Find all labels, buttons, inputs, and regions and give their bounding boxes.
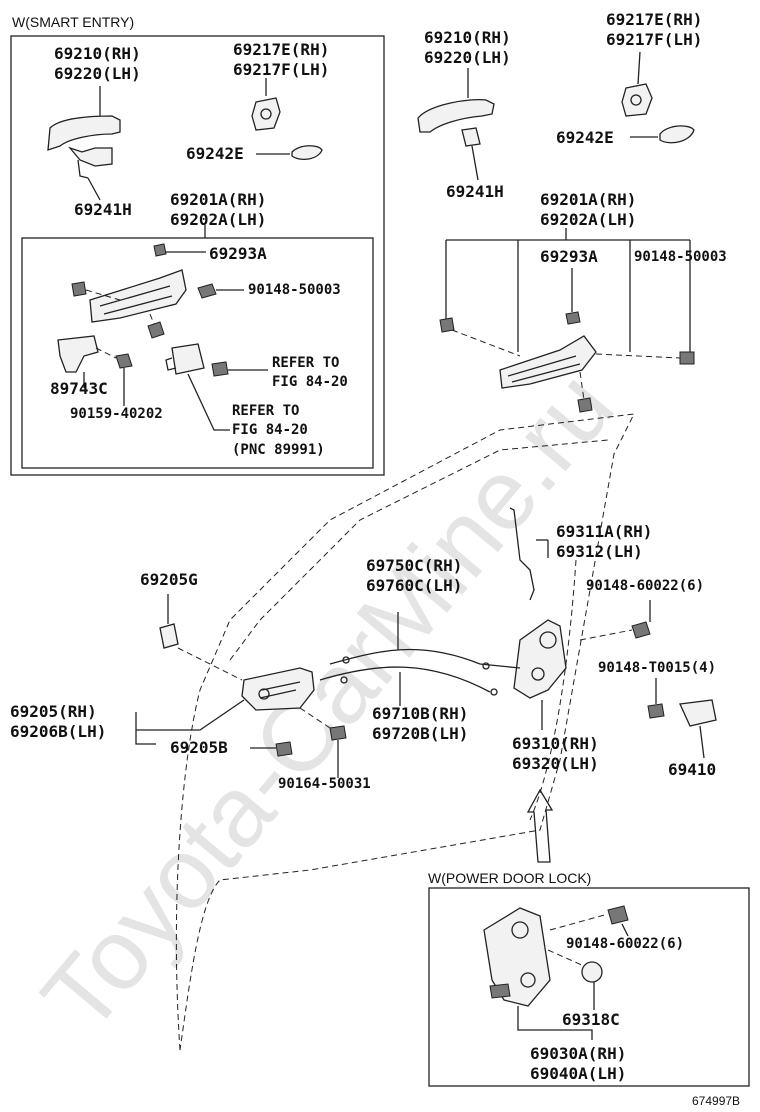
frame-sub-frame [21, 237, 374, 469]
cable2-lh-label: 69720B(LH) [372, 724, 469, 743]
door-cover-drawing [159, 623, 179, 649]
striker-label: 69410 [668, 760, 717, 779]
std-frame-drawing [499, 335, 597, 389]
smart-cover-drawing [251, 97, 281, 131]
lock-rh-label: 69310(RH) [512, 734, 599, 753]
power-lock-arrow [526, 788, 554, 863]
refer2-pnc-label: (PNC 89991) [232, 442, 325, 458]
smart-clip-label: 69293A [209, 244, 267, 263]
smart-bolt-label: 90148-50003 [248, 282, 341, 298]
rod-lh-label: 69312(LH) [556, 542, 643, 561]
lock-drawing [513, 619, 567, 699]
inner-handle-drawing [241, 667, 315, 711]
smart-cover-rh-label: 69217E(RH) [233, 40, 330, 59]
smart-sensor-drawing [57, 335, 99, 373]
refer1-fig-label: FIG 84-20 [272, 374, 348, 390]
std-handle-drawing [417, 98, 495, 147]
smart-handle-lh-label: 69220(LH) [54, 64, 141, 83]
smart-entry-caption: W(SMART ENTRY) [12, 14, 135, 30]
screw-b-drawing [647, 703, 665, 719]
cable2-drawing [319, 666, 491, 693]
power-lock-cap-label: 69318C [562, 1010, 620, 1029]
inner-handle-lh-label: 69206B(LH) [10, 722, 107, 741]
std-handle-lh-label: 69220(LH) [424, 48, 511, 67]
smart-pad-label: 69242E [186, 144, 244, 163]
inner-cover-drawing [275, 741, 293, 757]
cable2-rh-label: 69710B(RH) [372, 704, 469, 723]
std-pad-drawing [659, 125, 695, 144]
power-lock-cap-drawing [581, 961, 603, 983]
smart-handle-rh-label: 69210(RH) [54, 44, 141, 63]
door-cover-label: 69205G [140, 570, 198, 589]
power-lock-screw-label: 90148-60022(6) [566, 936, 685, 952]
smart-switch-drawing [171, 343, 205, 375]
smart-frame-drawing [89, 269, 187, 323]
rod-rh-label: 69311A(RH) [556, 522, 653, 541]
std-handle-rh-label: 69210(RH) [424, 28, 511, 47]
striker-drawing [679, 699, 717, 727]
rod-drawing [509, 507, 535, 601]
std-pad-label: 69242E [556, 128, 614, 147]
power-lock-rh-label: 69030A(RH) [530, 1044, 627, 1063]
screw-a-label: 90148-60022(6) [586, 578, 705, 594]
smart-frame-lh-label: 69202A(LH) [170, 210, 267, 229]
inner-cover-label: 69205B [170, 738, 228, 757]
cable1-lh-label: 69760C(LH) [366, 576, 463, 595]
inner-handle-rh-label: 69205(RH) [10, 702, 97, 721]
std-cover-rh-label: 69217E(RH) [606, 10, 703, 29]
power-lock-lh-label: 69040A(LH) [530, 1064, 627, 1083]
smart-clip-drawing [153, 243, 167, 257]
smart-sensor-label: 89743C [50, 379, 108, 398]
std-bracket-label: 69241H [446, 182, 504, 201]
power-lock-drawing [483, 907, 551, 1007]
std-cover-drawing [621, 83, 653, 117]
cable1-drawing [329, 648, 521, 669]
smart-handle-drawing [47, 115, 121, 179]
std-clip-label: 69293A [540, 247, 598, 266]
cable1-rh-label: 69750C(RH) [366, 556, 463, 575]
inner-screw-label: 90164-50031 [278, 776, 371, 792]
smart-bracket-label: 69241H [74, 200, 132, 219]
refer1-label: REFER TO [272, 355, 340, 371]
std-bolt-label: 90148-50003 [634, 249, 727, 265]
refer2-label: REFER TO [232, 403, 300, 419]
smart-screw-label: 90159-40202 [70, 406, 163, 422]
std-cover-lh-label: 69217F(LH) [606, 30, 703, 49]
smart-entry-frame [10, 35, 385, 476]
smart-frame-rh-label: 69201A(RH) [170, 190, 267, 209]
lock-lh-label: 69320(LH) [512, 754, 599, 773]
screw-a-drawing [631, 621, 651, 639]
screw-b-label: 90148-T0015(4) [598, 660, 717, 676]
diagram-id: 674997B [692, 1094, 741, 1108]
std-frame-rh-label: 69201A(RH) [540, 190, 637, 209]
power-lock-caption: W(POWER DOOR LOCK) [428, 870, 592, 886]
power-lock-frame [428, 887, 750, 1087]
refer2-fig-label: FIG 84-20 [232, 422, 308, 438]
std-frame-lh-label: 69202A(LH) [540, 210, 637, 229]
smart-pad-drawing [291, 145, 323, 161]
smart-cover-lh-label: 69217F(LH) [233, 60, 330, 79]
